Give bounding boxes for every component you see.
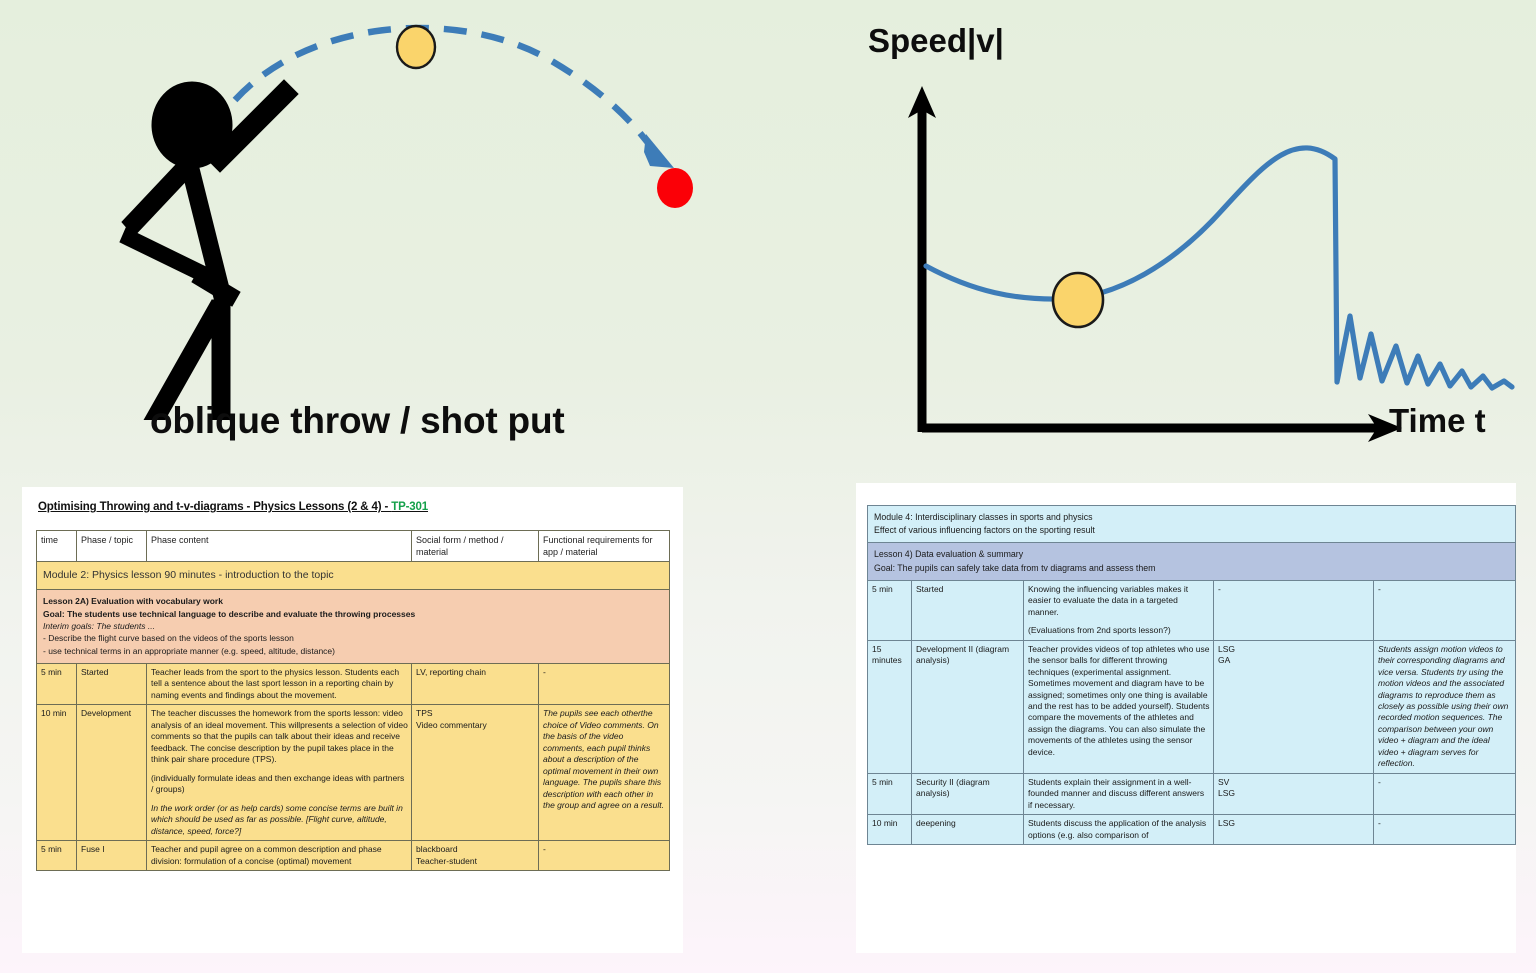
col-header-time: time	[36, 529, 77, 563]
cell-phase: Security II (diagram analysis)	[911, 772, 1024, 816]
left-plan-table: time Phase / topic Phase content Social …	[36, 529, 670, 872]
table-row: 15 minutes Development II (diagram analy…	[867, 639, 1517, 774]
throw-caption: oblique throw / shot put	[150, 400, 565, 441]
lesson-band-line2: Goal: The pupils can safely take data fr…	[874, 562, 1156, 573]
trajectory-arrowhead	[644, 134, 674, 168]
lesson-band-row: Lesson 2A) Evaluation with vocabulary wo…	[36, 589, 670, 665]
table-row: 10 min Development The teacher discusses…	[36, 704, 670, 842]
lesson-band-block: Lesson 2A) Evaluation with vocabulary wo…	[36, 589, 670, 665]
cell-content: Teacher leads from the sport to the phys…	[146, 663, 412, 706]
table-row: 10 min deepening Students discuss the ap…	[867, 814, 1517, 846]
cell-content: Knowing the influencing variables makes …	[1023, 579, 1214, 641]
landing-ball-icon	[657, 168, 693, 208]
right-lesson-plan-card: Module 4: Interdisciplinary classes in s…	[856, 483, 1517, 953]
col-header-content: Phase content	[146, 529, 412, 563]
lesson-band-row: Lesson 4) Data evaluation & summary Goal…	[866, 542, 1517, 581]
cell-content-p2: (individually formulate ideas and then e…	[151, 772, 405, 795]
cell-time: 10 min	[36, 704, 77, 842]
cell-content-p1: The teacher discusses the homework from …	[151, 708, 408, 765]
lesson-band-line2: Goal: The students use technical languag…	[43, 608, 416, 619]
cell-social: -	[1213, 579, 1374, 641]
table-header-row: time Phase / topic Phase content Social …	[36, 529, 670, 563]
cell-content: Students explain their assignment in a w…	[1023, 772, 1214, 816]
cell-social: SV LSG	[1213, 772, 1374, 816]
x-axis-label: Time t	[1389, 402, 1486, 439]
trajectory-path	[232, 24, 661, 159]
left-doc-title: Optimising Throwing and t-v-diagrams - P…	[38, 501, 428, 513]
table-row: 5 min Security II (diagram analysis) Stu…	[867, 772, 1517, 816]
cell-functional: -	[538, 663, 670, 706]
stick-figure-icon	[119, 79, 299, 420]
cell-social: blackboard Teacher-student	[411, 840, 539, 872]
lesson-band-line1: Lesson 4) Data evaluation & summary	[874, 549, 1024, 560]
module-band-line1: Module 4: Interdisciplinary classes in s…	[874, 512, 1093, 522]
col-header-social: Social form / method / material	[411, 529, 539, 563]
cell-time: 5 min	[36, 663, 77, 706]
cell-phase: Fuse I	[76, 840, 147, 872]
table-row: 5 min Fuse I Teacher and pupil agree on …	[36, 840, 670, 872]
cell-phase: deepening	[911, 814, 1024, 846]
cell-phase: Started	[76, 663, 147, 706]
module-band-label: Module 2: Physics lesson 90 minutes - in…	[36, 561, 670, 591]
cell-time: 5 min	[867, 772, 912, 816]
module-band-block: Module 4: Interdisciplinary classes in s…	[866, 504, 1517, 544]
y-axis-arrowhead	[908, 86, 936, 118]
cell-time: 10 min	[867, 814, 912, 846]
cell-social: LSG GA	[1213, 639, 1374, 774]
speed-curve	[923, 145, 1515, 391]
illustrations-area: oblique throw / shot put Speed|v| Time t	[30, 0, 1536, 487]
tv-diagram-svg	[908, 86, 1515, 442]
cell-time: 15 minutes	[867, 639, 912, 774]
cell-functional: -	[1372, 579, 1517, 641]
cell-content-p1: Teacher leads from the sport to the phys…	[151, 667, 400, 700]
cell-functional: Students assign motion videos to their c…	[1372, 639, 1517, 774]
lesson-band-line1: Lesson 2A) Evaluation with vocabulary wo…	[43, 596, 223, 607]
cell-content: Teacher provides videos of top athletes …	[1023, 639, 1214, 774]
col-header-phase: Phase / topic	[76, 529, 147, 563]
lesson-band-line3: Interim goals: The students ...	[43, 621, 155, 632]
cell-social: LSG	[1213, 814, 1374, 846]
lesson-band-line4: - Describe the flight curve based on the…	[43, 633, 294, 644]
cell-phase: Started	[911, 579, 1024, 641]
left-doc-title-text: Optimising Throwing and t-v-diagrams - P…	[38, 501, 392, 513]
module-band-line2: Effect of various influencing factors on…	[874, 525, 1095, 536]
cell-time: 5 min	[36, 840, 77, 872]
y-axis-label: Speed|v|	[868, 22, 1004, 59]
cell-functional: -	[1372, 814, 1517, 846]
cell-functional: -	[1372, 772, 1517, 816]
module-band-row: Module 2: Physics lesson 90 minutes - in…	[36, 561, 670, 591]
col-header-functional: Functional requirements for app / materi…	[538, 529, 670, 563]
cell-time: 5 min	[867, 579, 912, 641]
lesson-band-line5: - use technical terms in an appropriate …	[43, 645, 335, 656]
cell-content: The teacher discusses the homework from …	[146, 704, 412, 842]
left-lesson-plan-card: Optimising Throwing and t-v-diagrams - P…	[22, 487, 683, 953]
oblique-throw-illustration: oblique throw / shot put	[30, 0, 820, 487]
right-plan-table: Module 4: Interdisciplinary classes in s…	[866, 504, 1517, 846]
lesson-band-block: Lesson 4) Data evaluation & summary Goal…	[866, 542, 1517, 581]
throw-svg	[119, 24, 693, 420]
module-band-row: Module 4: Interdisciplinary classes in s…	[866, 504, 1517, 544]
cell-content-p2: (Evaluations from 2nd sports lesson?)	[1028, 625, 1171, 636]
ball-marker-icon	[1051, 271, 1105, 329]
x-axis-arrowhead	[1368, 414, 1402, 442]
cell-phase: Development II (diagram analysis)	[911, 639, 1024, 774]
left-doc-title-code[interactable]: TP-301	[391, 501, 429, 513]
cell-functional: The pupils see each otherthe choice of V…	[538, 704, 670, 842]
speed-time-diagram: Speed|v| Time t	[856, 0, 1536, 487]
cell-content: Teacher and pupil agree on a common desc…	[146, 840, 412, 872]
cell-social: TPS Video commentary	[411, 704, 539, 842]
table-row: 5 min Started Knowing the influencing va…	[867, 579, 1517, 641]
apex-ball-icon	[395, 24, 437, 70]
cell-social: LV, reporting chain	[411, 663, 539, 706]
cell-content-p3: In the work order (or as help cards) som…	[151, 802, 403, 836]
cell-phase: Development	[76, 704, 147, 842]
cell-content-p1: Knowing the influencing variables makes …	[1028, 583, 1189, 617]
cell-content: Students discuss the application of the …	[1023, 814, 1214, 846]
cell-functional: -	[538, 840, 670, 872]
table-row: 5 min Started Teacher leads from the spo…	[36, 663, 670, 706]
